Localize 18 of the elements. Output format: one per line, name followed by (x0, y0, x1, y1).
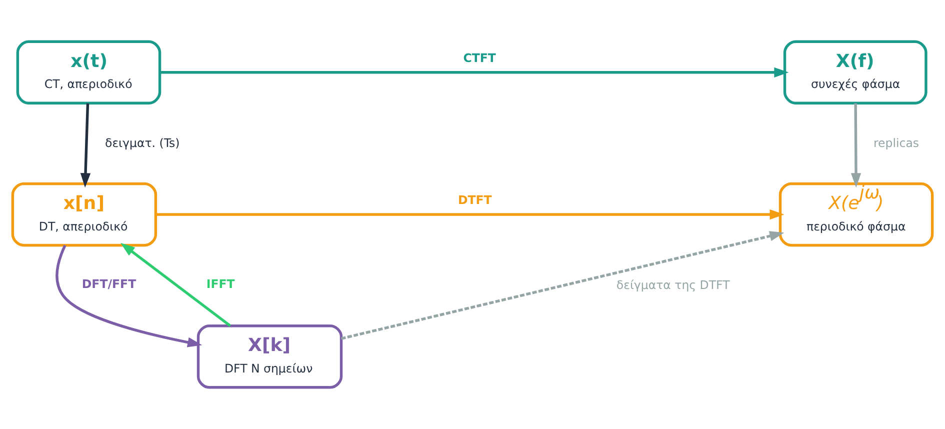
edge-label: replicas (873, 136, 920, 150)
arrow (80, 103, 91, 188)
node-box: x[n] DT, απεριοδικό (11, 182, 158, 247)
edge-label: IFFT (206, 277, 235, 292)
node-box: x(t) CT, απεριοδικό (16, 40, 162, 105)
edge-label: δειγματ. (Ts) (105, 136, 180, 150)
arrow (156, 209, 784, 220)
arrow (850, 103, 862, 188)
edge-label: CTFT (463, 50, 496, 65)
arrow (120, 242, 232, 327)
edge-label: DFT/FFT (82, 277, 136, 292)
arrow (160, 67, 789, 78)
node-box: X(f) συνεχές φάσμα (783, 40, 928, 105)
edge-label: DTFT (458, 193, 492, 207)
edge-label: δείγματα της DTFT (616, 278, 730, 292)
arrow (56, 244, 202, 348)
node-box: X[k] DFT N σημείων (196, 324, 343, 389)
arrow (341, 231, 784, 340)
